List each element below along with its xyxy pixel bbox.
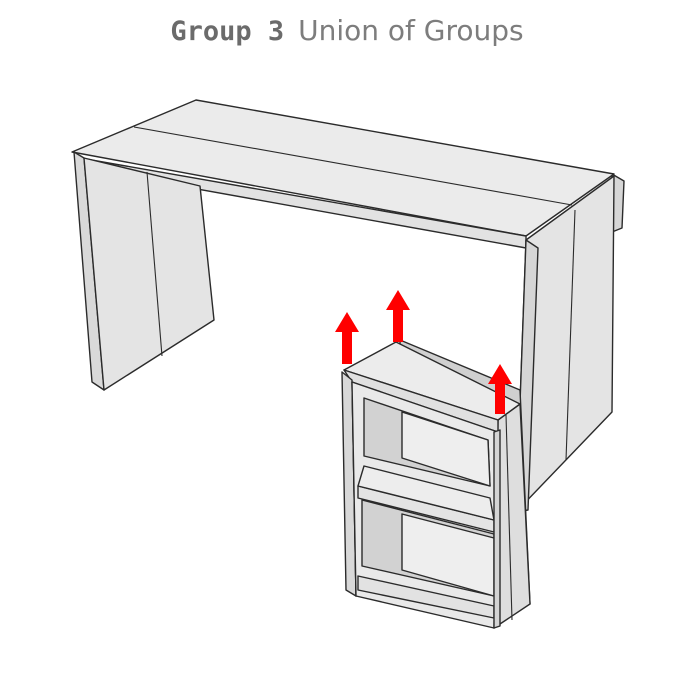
desk-top [71, 99, 615, 237]
desk-left-leg-face [83, 157, 215, 391]
up-arrow-icon [386, 290, 410, 342]
up-arrow-icon [335, 312, 359, 364]
group-description: Union of Groups [298, 14, 524, 47]
diagram-title: Group 3 Union of Groups [0, 14, 694, 62]
shelf-unit [341, 339, 531, 629]
up-arrow-icon [488, 364, 512, 414]
group-label: Group 3 [170, 16, 285, 47]
shelf-front-right-edge [493, 429, 501, 629]
lift-arrows [335, 290, 512, 414]
